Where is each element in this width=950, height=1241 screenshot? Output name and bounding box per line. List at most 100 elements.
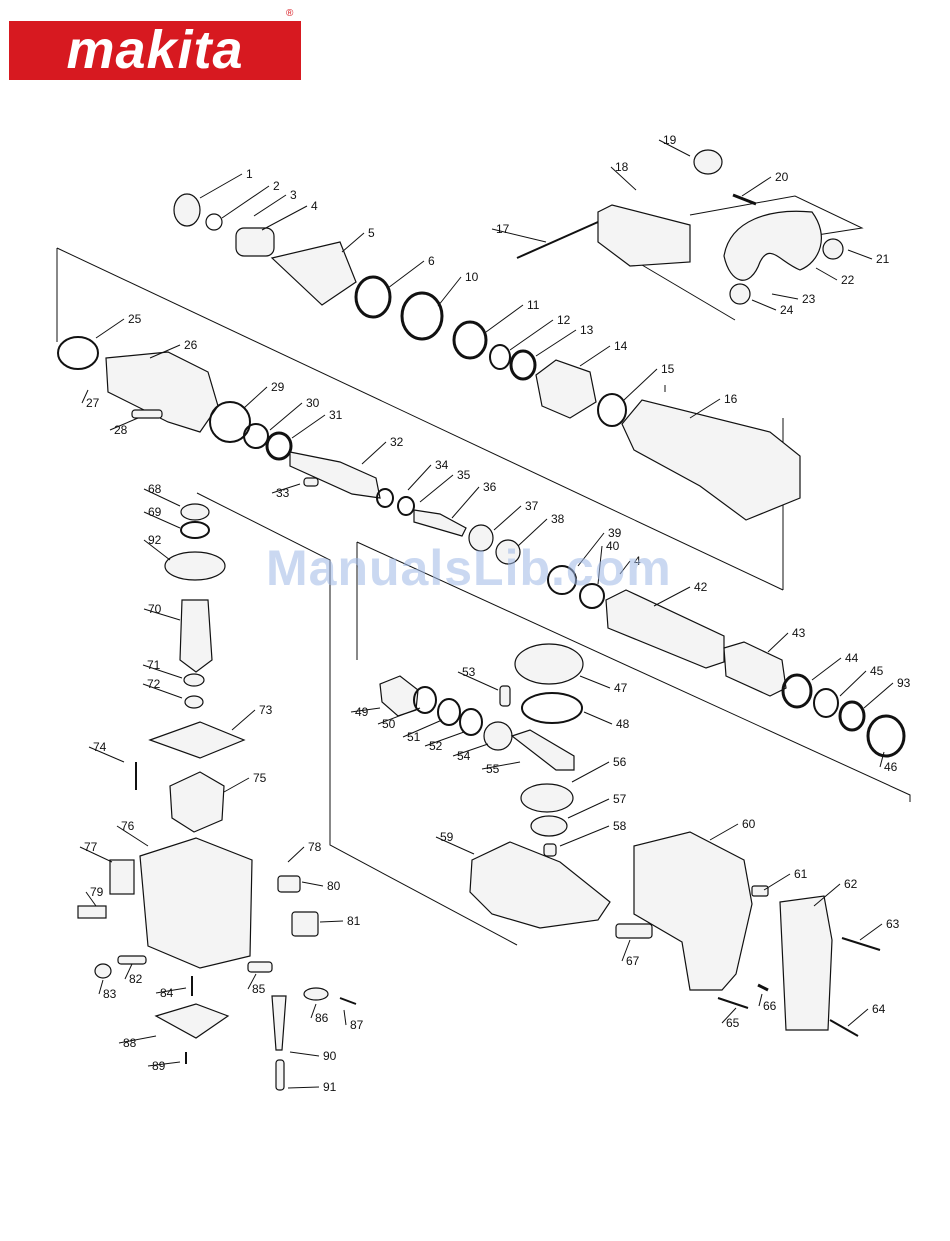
part-number-label: 11 [527,298,540,312]
leader-line [848,1009,868,1026]
part-number-label: 90 [323,1049,337,1063]
part-87-screw [340,998,356,1004]
part-number-label: 85 [252,982,266,996]
leader-line [254,195,286,216]
leader-line [362,442,386,464]
part-44-ring [783,675,811,707]
part-number-label: 59 [440,830,454,844]
part-28-screw [132,410,162,418]
part-86-strain-relief [304,988,328,1000]
part-number-label: 48 [616,717,630,731]
part-number-label: 44 [845,651,859,665]
part-number-label: 23 [802,292,816,306]
leader-line [568,799,609,818]
part-30-ring [244,424,268,448]
part-49-piston [380,676,418,716]
part-number-label: 1 [246,167,253,181]
part-93-ring [840,702,864,730]
part-number-label: 92 [148,533,162,547]
leader-line [342,233,364,252]
leader-line [816,268,837,280]
part-number-label: 46 [884,760,898,774]
leader-line [494,506,521,530]
part-number-label: 6 [428,254,435,268]
part-number-label: 14 [614,339,628,353]
leader-line [710,824,738,840]
part-number-label: 47 [614,681,628,695]
part-number-label: 60 [742,817,756,831]
part-number-label: 84 [160,986,174,1000]
part-82-brush [118,956,146,964]
part-number-label: 36 [483,480,497,494]
leader-line [408,465,431,490]
leader-line [572,762,609,782]
part-80-switch [278,876,300,892]
part-number-label: 81 [347,914,361,928]
part-number-label: 29 [271,380,285,394]
part-number-label: 58 [613,819,627,833]
part-number-label: 28 [114,423,128,437]
part-number-label: 63 [886,917,900,931]
part-number-label: 56 [613,755,627,769]
part-56-gear [521,784,573,812]
leader-line [438,277,461,306]
part-24-nut [730,284,750,304]
leader-line [288,847,304,862]
part-14-nut [536,360,596,418]
part-number-label: 18 [615,160,629,174]
leader-line [510,320,553,350]
part-number-label: 75 [253,771,267,785]
leader-line [560,826,609,846]
part-number-label: 52 [429,739,443,753]
part-11-ring [454,322,486,358]
leader-line [486,305,523,332]
part-20-pin [733,195,756,204]
part-92-gear [165,552,225,580]
part-75-field [170,772,224,832]
part-number-label: 12 [557,313,571,327]
part-17-bolt [517,222,598,258]
part-83-cap [95,964,111,978]
leader-line [262,206,307,230]
part-71-washer [184,674,204,686]
leader-line [224,778,249,792]
part-21-nut [823,239,843,259]
part-number-label: 73 [259,703,273,717]
part-number-label: 70 [148,602,162,616]
part-22-clamp [724,211,821,280]
part-number-label: 31 [329,408,343,422]
leader-line [814,884,840,906]
part-58-bearing [544,844,556,856]
part-number-label: 32 [390,435,404,449]
leader-line [420,475,453,502]
leader-line [768,633,788,652]
part-91-cord [276,1060,284,1090]
part-number-label: 69 [148,505,162,519]
part-79-label [78,906,106,918]
leader-line [200,174,242,198]
part-number-label: 76 [121,819,135,833]
part-number-label: 39 [608,526,622,540]
part-number-label: 5 [368,226,375,240]
part-number-label: 22 [841,273,855,287]
part-number-label: 10 [465,270,479,284]
manualslib-watermark: ManualsLib.com [266,539,672,597]
part-number-label: 4 [311,199,318,213]
part-35-ring [398,497,414,515]
leader-line [320,921,343,922]
leader-line [292,415,325,438]
part-number-label: 67 [626,954,640,968]
part-53-pin [500,686,510,706]
part-55-connecting-rod [512,730,574,770]
part-64-screw [830,1020,858,1036]
leader-line [764,874,790,890]
part-70-armature [180,600,212,672]
part-6-washer [356,277,390,317]
part-81-brush-holder [292,912,318,936]
part-number-label: 21 [876,252,890,266]
part-65-screw [718,998,748,1008]
part-73-baffle [150,722,244,758]
part-47-cap [515,644,583,684]
